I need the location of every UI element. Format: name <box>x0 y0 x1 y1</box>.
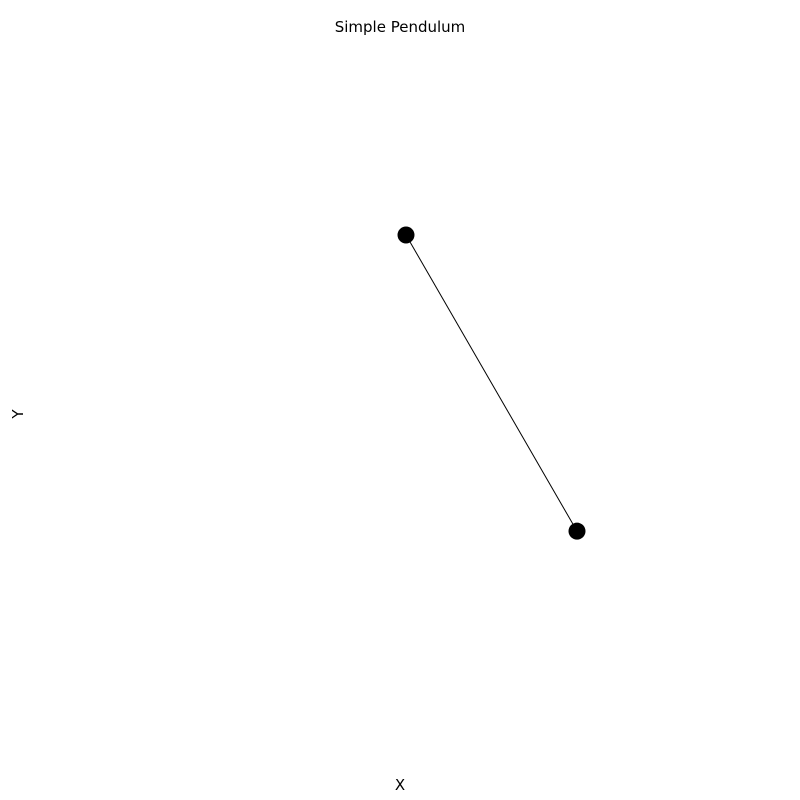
pendulum-pivot <box>397 226 415 244</box>
y-axis-label: Y <box>9 409 27 419</box>
pendulum-rod <box>405 234 578 532</box>
pendulum-bob <box>568 522 586 540</box>
figure-title: Simple Pendulum <box>334 18 466 36</box>
x-axis-label: X <box>394 776 406 794</box>
